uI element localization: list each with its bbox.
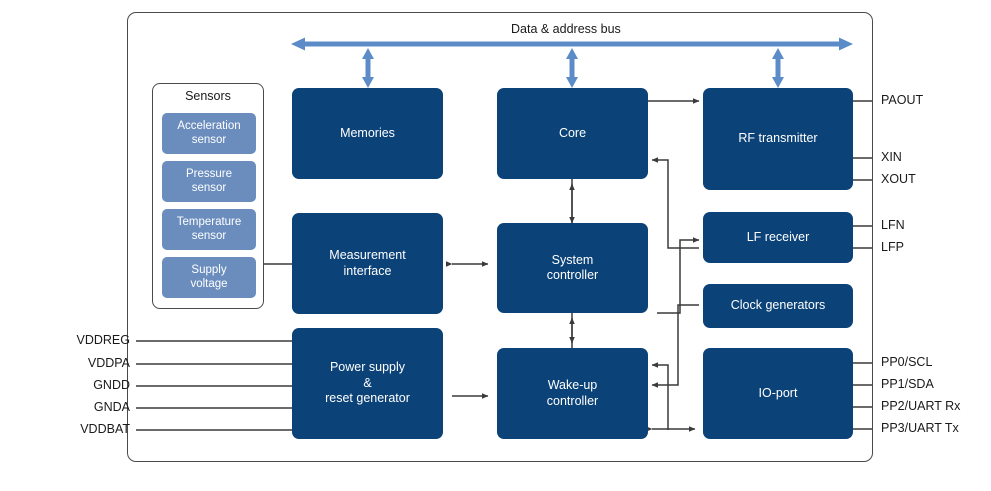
sensor-supply-line1: Supply: [191, 264, 227, 276]
pin-label-lfn: LFN: [881, 218, 905, 232]
block-wakeup-controller-line1: Wake-up: [547, 378, 598, 392]
sensor-supply-voltage[interactable]: Supply voltage: [162, 257, 256, 298]
block-memories-label: Memories: [340, 125, 395, 140]
block-system-controller-line2: controller: [546, 268, 599, 282]
sensor-acceleration-line2: sensor: [191, 133, 227, 146]
pin-label-pp3-uart-tx: PP3/UART Tx: [881, 421, 959, 435]
block-measurement-interface[interactable]: Measurement interface: [292, 213, 443, 314]
pin-label-vddbat: VDDBAT: [80, 422, 130, 436]
block-rf-transmitter[interactable]: RF transmitter: [703, 88, 853, 190]
pin-label-paout: PAOUT: [881, 93, 924, 107]
block-wakeup-controller-line2: controller: [546, 393, 599, 408]
block-core[interactable]: Core: [497, 88, 648, 179]
sensor-temperature-line2: sensor: [191, 229, 227, 242]
pin-label-vddreg: VDDREG: [76, 333, 130, 347]
block-wakeup-controller[interactable]: Wake-up controller: [497, 348, 648, 439]
block-rf-transmitter-label: RF transmitter: [738, 131, 818, 146]
bus-label: Data & address bus: [511, 22, 621, 36]
sensor-pressure-line2: sensor: [191, 181, 227, 194]
block-power-supply-line3: reset generator: [325, 391, 410, 406]
pin-label-pp2-uart-rx: PP2/UART Rx: [881, 399, 961, 413]
block-io-port[interactable]: IO-port: [703, 348, 853, 439]
block-io-port-label: IO-port: [758, 385, 798, 400]
block-clock-generators-label: Clock generators: [730, 298, 826, 313]
sensor-pressure[interactable]: Pressure sensor: [162, 161, 256, 202]
block-memories[interactable]: Memories: [292, 88, 443, 179]
sensors-group: Sensors Acceleration sensor Pressure sen…: [152, 83, 264, 309]
block-measurement-interface-line2: interface: [343, 263, 392, 278]
sensor-temperature-line1: Temperature: [176, 216, 242, 228]
pin-label-xin: XIN: [881, 150, 902, 164]
pin-label-xout: XOUT: [881, 172, 916, 186]
block-lf-receiver[interactable]: LF receiver: [703, 212, 853, 263]
sensor-temperature[interactable]: Temperature sensor: [162, 209, 256, 250]
sensor-pressure-line1: Pressure: [185, 168, 233, 180]
sensor-acceleration[interactable]: Acceleration sensor: [162, 113, 256, 154]
block-power-supply-line2: &: [363, 375, 372, 390]
block-system-controller[interactable]: System controller: [497, 223, 648, 313]
pin-label-lfp: LFP: [881, 240, 904, 254]
pin-label-vddpa: VDDPA: [87, 356, 130, 370]
sensor-supply-line2: voltage: [190, 277, 228, 290]
block-measurement-interface-line1: Measurement: [329, 248, 406, 262]
pin-label-pp0-scl: PP0/SCL: [881, 355, 933, 369]
sensors-title: Sensors: [185, 89, 231, 103]
sensor-acceleration-line1: Acceleration: [177, 120, 241, 132]
block-power-supply[interactable]: Power supply & reset generator: [292, 328, 443, 439]
pin-label-gnda: GNDA: [93, 400, 130, 414]
block-lf-receiver-label: LF receiver: [746, 229, 810, 244]
block-core-label: Core: [558, 125, 587, 140]
block-system-controller-line1: System: [551, 252, 594, 267]
block-power-supply-line1: Power supply: [329, 360, 406, 375]
pin-label-gndd: GNDD: [93, 378, 130, 392]
chip-outline: [127, 12, 873, 462]
pin-label-pp1-sda: PP1/SDA: [881, 377, 934, 391]
block-clock-generators[interactable]: Clock generators: [703, 284, 853, 328]
